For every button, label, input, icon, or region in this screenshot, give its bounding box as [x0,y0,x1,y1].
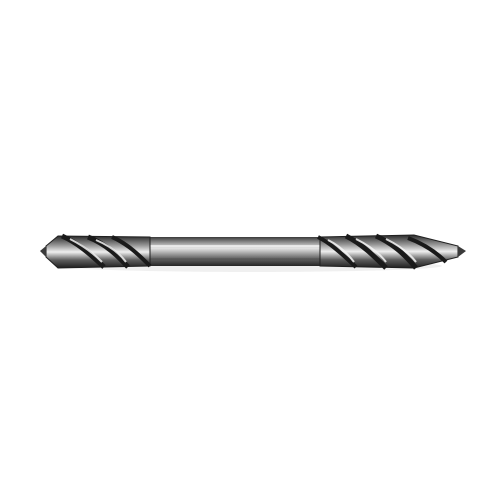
right-flute [317,233,466,270]
drill-shank [150,237,320,266]
left-flute [40,233,152,269]
